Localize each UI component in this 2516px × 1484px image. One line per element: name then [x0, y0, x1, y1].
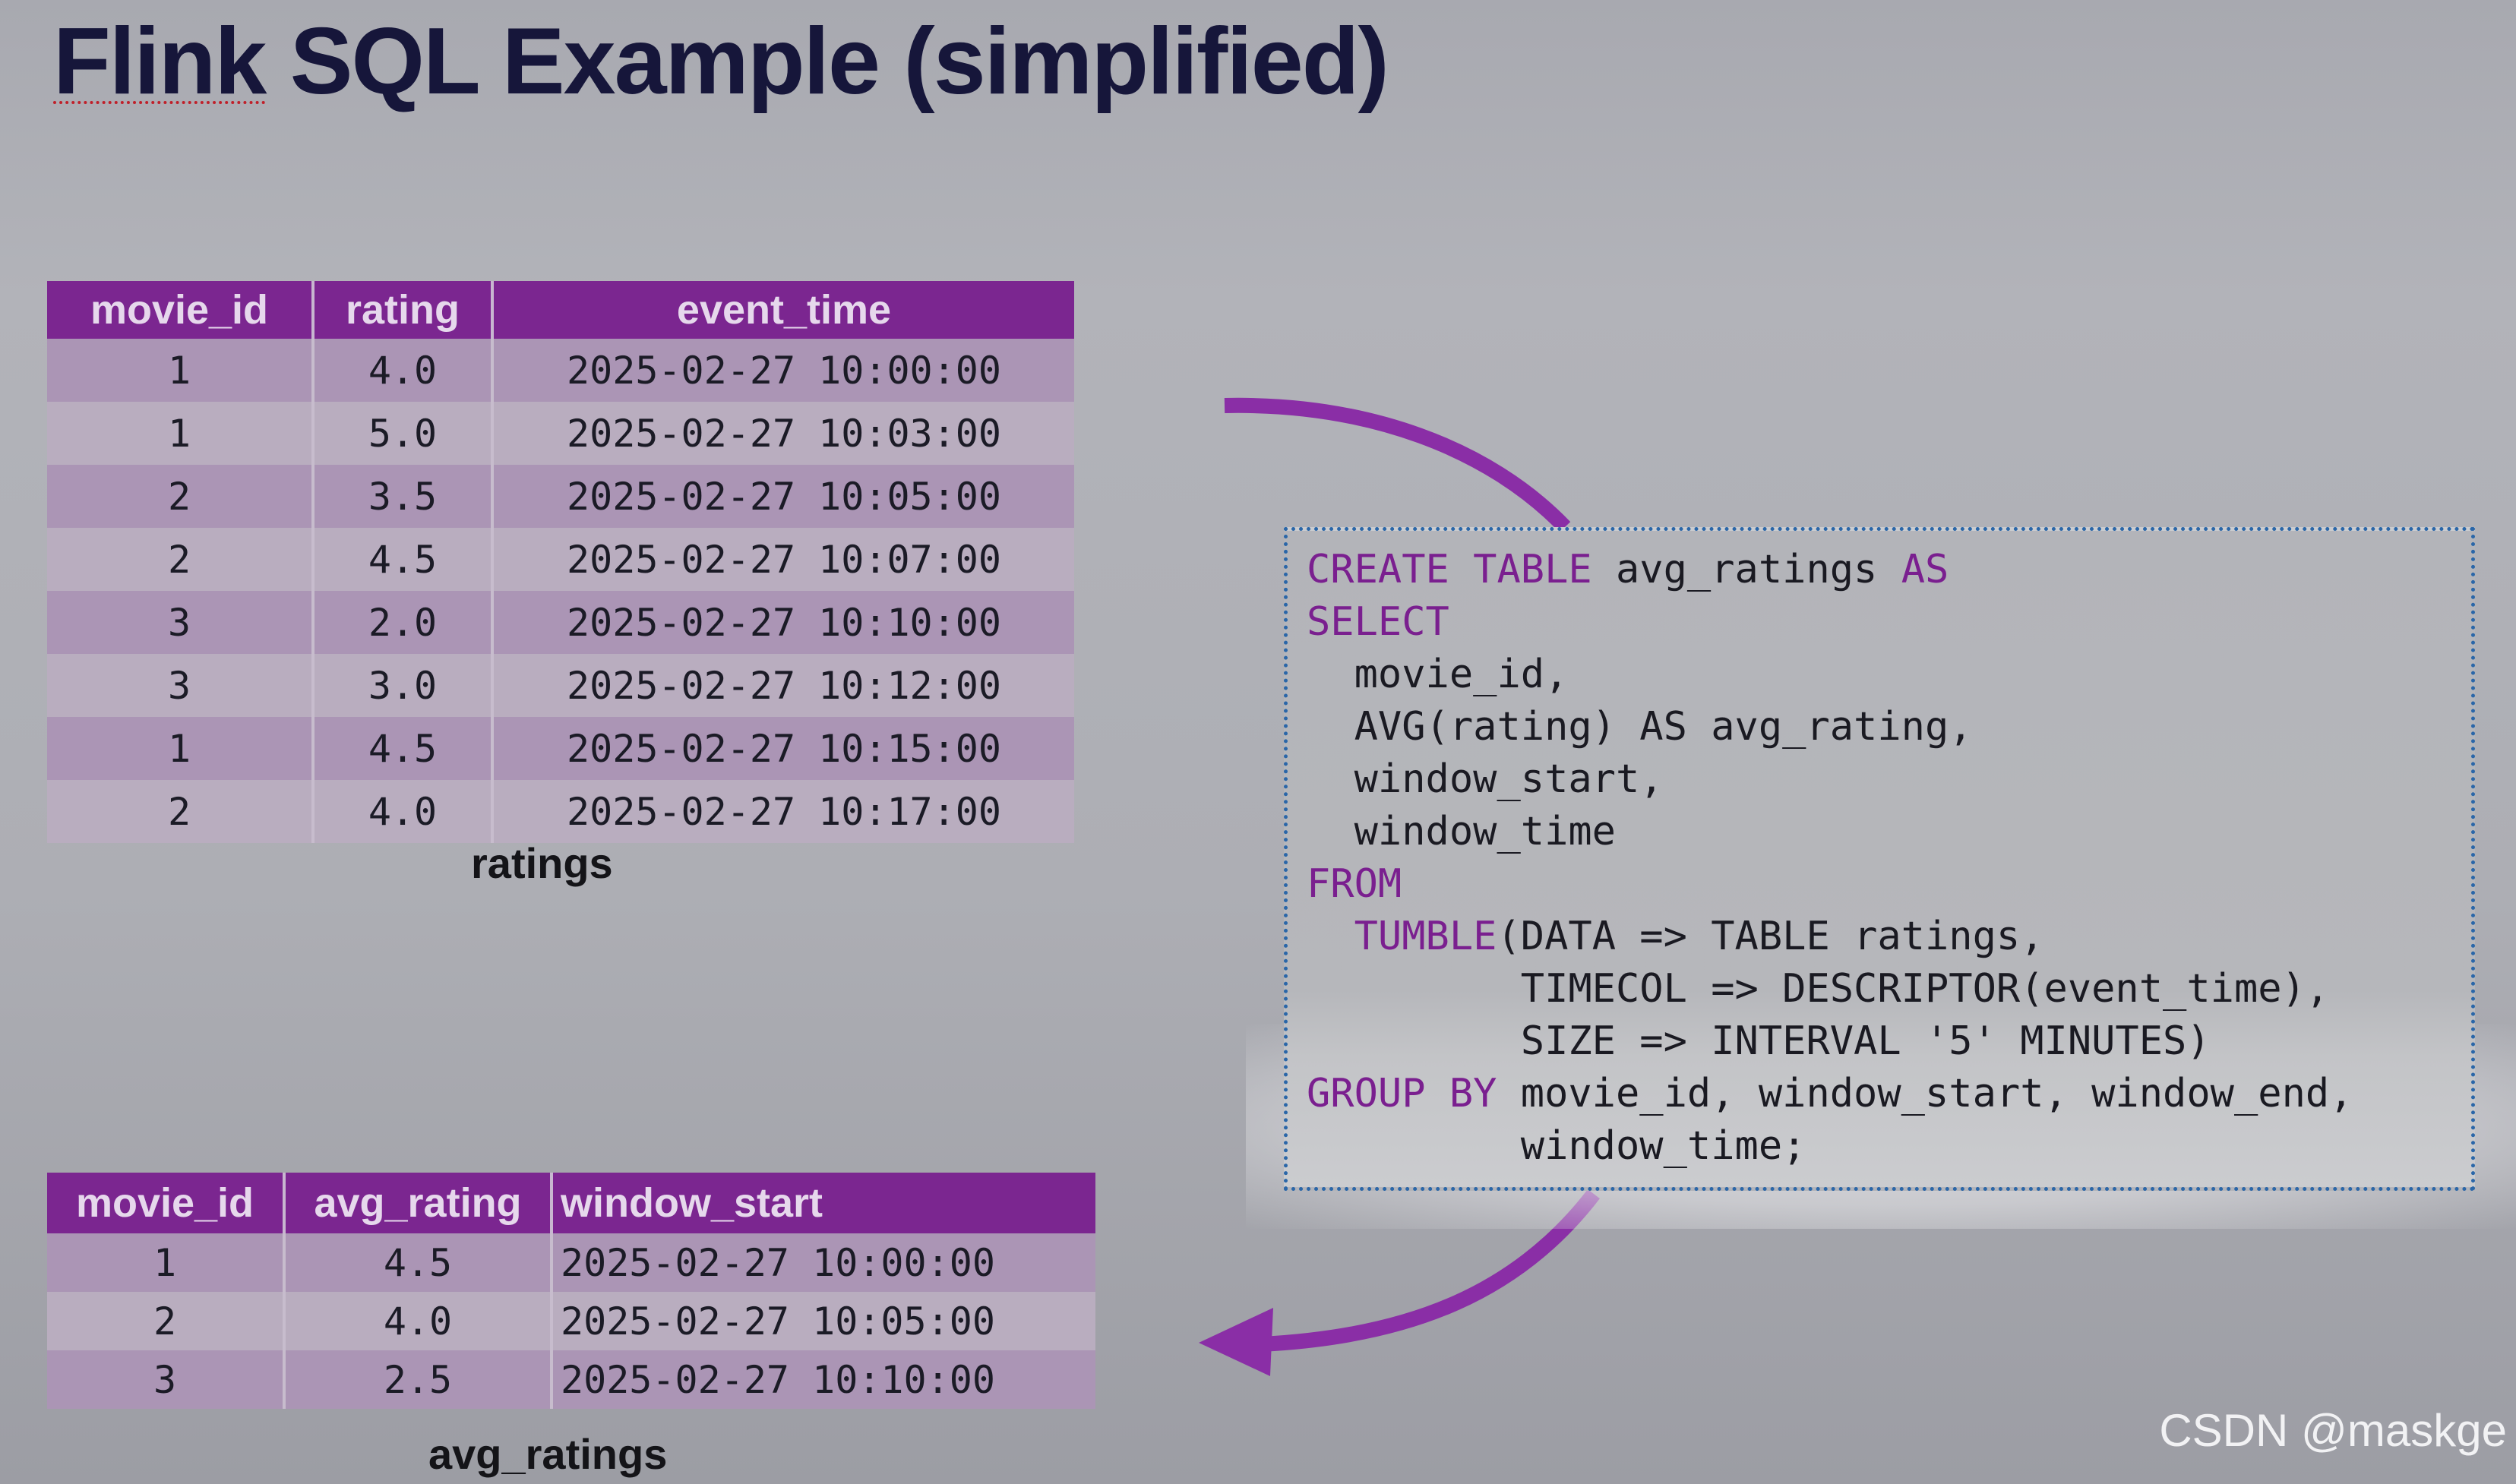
sql-line: AVG(rating) AS avg_rating,	[1307, 701, 2353, 753]
table-cell: 2	[47, 465, 314, 528]
table-cell: 2025-02-27 10:05:00	[552, 1292, 1095, 1350]
table-cell: 4.5	[313, 528, 494, 591]
table-cell: 1	[47, 717, 314, 780]
ratings-caption: ratings	[471, 839, 613, 887]
table-cell: 2025-02-27 10:10:00	[552, 1350, 1095, 1409]
table-cell: 5.0	[313, 402, 494, 465]
sql-text: movie_id, window_start, window_end,	[1497, 1071, 2353, 1116]
table-cell: 1	[47, 339, 314, 402]
sql-text: window_time;	[1307, 1123, 1806, 1169]
table-cell: 2.5	[284, 1350, 553, 1409]
table-cell: 1	[47, 1233, 286, 1292]
sql-keyword: GROUP BY	[1307, 1071, 1497, 1116]
watermark: CSDN @maskge	[2159, 1405, 2507, 1456]
table-cell: 2	[47, 528, 314, 591]
sql-line: window_start,	[1307, 753, 2353, 806]
sql-code-box	[1284, 527, 2475, 1191]
avg-ratings-caption: avg_ratings	[428, 1430, 668, 1478]
col-movie-id: movie_id	[47, 281, 314, 339]
table-cell: 2025-02-27 10:17:00	[492, 780, 1074, 843]
sql-text: avg_ratings	[1591, 547, 1901, 592]
table-cell: 4.0	[284, 1292, 553, 1350]
sql-line: FROM	[1307, 858, 2353, 911]
table-cell: 4.5	[284, 1233, 553, 1292]
ratings-header-row: movie_id rating event_time	[47, 281, 1074, 339]
sql-line: window_time;	[1307, 1120, 2353, 1173]
sql-text: TIMECOL => DESCRIPTOR(event_time),	[1307, 966, 2330, 1012]
table-cell: 4.0	[313, 780, 494, 843]
table-cell: 3	[47, 591, 314, 654]
table-cell: 2025-02-27 10:00:00	[552, 1233, 1095, 1292]
table-cell: 2025-02-27 10:12:00	[492, 654, 1074, 717]
table-cell: 3	[47, 654, 314, 717]
sql-indent	[1307, 914, 1354, 959]
col-window-start: window_start	[552, 1173, 1095, 1233]
table-cell: 2	[47, 780, 314, 843]
page-title: Flink SQL Example (simplified)	[53, 8, 1389, 115]
table-cell: 2025-02-27 10:05:00	[492, 465, 1074, 528]
table-cell: 2025-02-27 10:03:00	[492, 402, 1074, 465]
sql-line: GROUP BY movie_id, window_start, window_…	[1307, 1068, 2353, 1120]
sql-keyword: AS	[1901, 547, 1949, 592]
sql-line: SIZE => INTERVAL '5' MINUTES)	[1307, 1015, 2353, 1068]
sql-text: AVG(rating) AS avg_rating,	[1307, 704, 1973, 750]
sql-keyword: CREATE TABLE	[1307, 547, 1592, 592]
arrow-to-query	[1224, 397, 1571, 532]
sql-text: SIZE => INTERVAL '5' MINUTES)	[1307, 1018, 2211, 1064]
title-flink: Flink	[53, 9, 267, 114]
table-cell: 3	[47, 1350, 286, 1409]
sql-keyword: FROM	[1307, 861, 1402, 907]
sql-text: (DATA => TABLE ratings,	[1497, 914, 2044, 959]
title-rest: SQL Example (simplified)	[265, 9, 1389, 114]
table-cell: 2	[47, 1292, 286, 1350]
sql-line: CREATE TABLE avg_ratings AS	[1307, 544, 2353, 596]
col-event-time: event_time	[492, 281, 1074, 339]
table-cell: 2025-02-27 10:07:00	[492, 528, 1074, 591]
sql-text: window_start,	[1307, 756, 1664, 802]
arrow-head-icon	[1199, 1308, 1273, 1376]
sql-text: window_time	[1307, 809, 1616, 854]
sql-text: movie_id,	[1307, 652, 1569, 697]
avg-header-row: movie_id avg_rating window_start	[47, 1173, 1095, 1233]
table-cell: 2025-02-27 10:10:00	[492, 591, 1074, 654]
sql-keyword: TUMBLE	[1354, 914, 1497, 959]
table-cell: 2025-02-27 10:15:00	[492, 717, 1074, 780]
arrow-to-result	[1260, 1189, 1600, 1352]
sql-line: TIMECOL => DESCRIPTOR(event_time),	[1307, 963, 2353, 1015]
table-cell: 1	[47, 402, 314, 465]
table-cell: 3.5	[313, 465, 494, 528]
table-cell: 3.0	[313, 654, 494, 717]
sql-line: window_time	[1307, 806, 2353, 858]
table-cell: 2025-02-27 10:00:00	[492, 339, 1074, 402]
sql-line: movie_id,	[1307, 649, 2353, 701]
table-cell: 2.0	[313, 591, 494, 654]
table-cell: 4.5	[313, 717, 494, 780]
sql-keyword: SELECT	[1307, 599, 1449, 645]
table-cell: 4.0	[313, 339, 494, 402]
col-movie-id: movie_id	[47, 1173, 286, 1233]
sql-line: SELECT	[1307, 596, 2353, 649]
sql-line: TUMBLE(DATA => TABLE ratings,	[1307, 911, 2353, 963]
col-rating: rating	[313, 281, 494, 339]
col-avg-rating: avg_rating	[284, 1173, 553, 1233]
